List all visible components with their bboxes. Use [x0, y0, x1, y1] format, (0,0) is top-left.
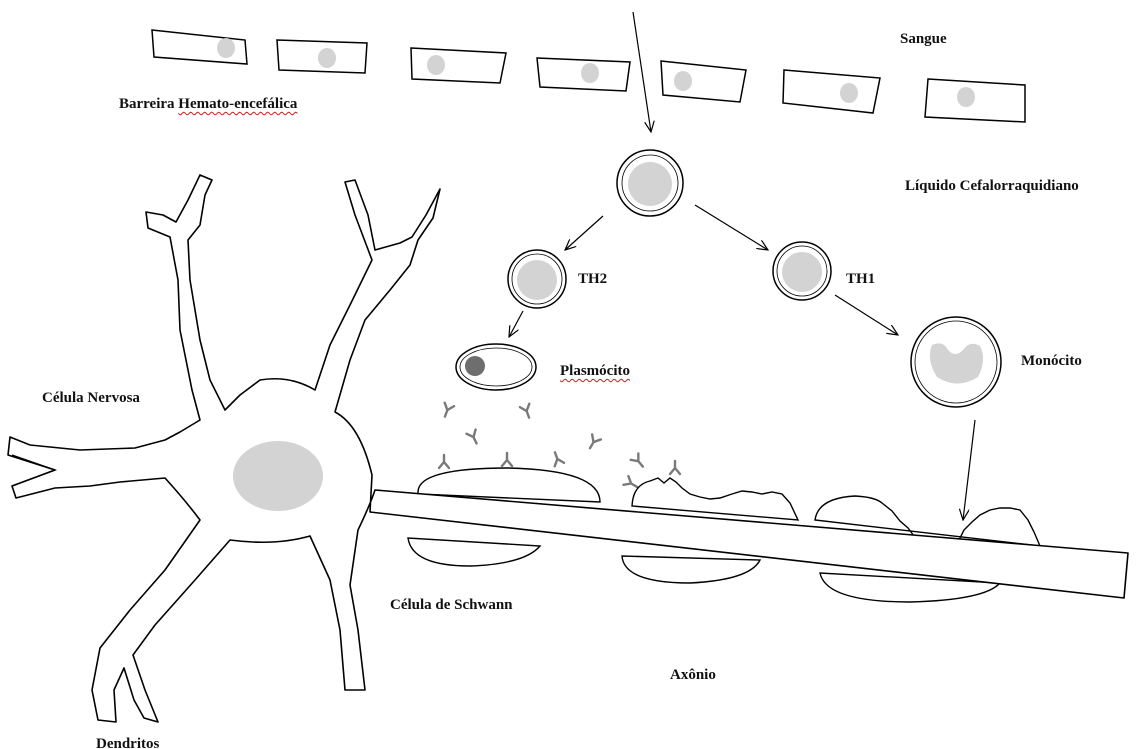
- antibody: [439, 455, 449, 468]
- endothelial-cell: [661, 61, 746, 102]
- neuron: [8, 175, 1128, 722]
- label-th2: TH2: [578, 272, 607, 287]
- antibody: [440, 403, 454, 419]
- endothelial-cell: [783, 70, 880, 113]
- plasma-cell: [456, 344, 536, 390]
- label-barreira-word1: Barreira: [119, 96, 175, 112]
- lymphocyte-th1: [773, 242, 831, 300]
- lymphocyte-th2: [508, 250, 566, 308]
- schwann-cell-bottom: [622, 556, 760, 583]
- label-monocito: Monócito: [1021, 354, 1082, 369]
- antibody: [586, 434, 601, 450]
- endothelial-cell: [152, 30, 247, 64]
- label-barreira-word2: Hemato-encefálica: [178, 96, 297, 112]
- label-plasmocito: Plasmócito: [560, 364, 630, 379]
- endothelial-cell: [537, 58, 630, 91]
- endothelial-cell: [277, 40, 367, 73]
- arrow-to-monocito: [835, 295, 898, 335]
- antibody: [631, 453, 647, 469]
- label-sangue: Sangue: [900, 32, 947, 47]
- neuron-outline: [8, 175, 1128, 722]
- antibody: [520, 404, 534, 420]
- label-th1: TH1: [846, 272, 875, 287]
- endothelial-cell: [925, 79, 1025, 122]
- lymphocyte-naive: [617, 150, 683, 216]
- antibody: [670, 461, 680, 474]
- arrow-to-th2: [565, 216, 603, 250]
- arrow-monocito-to-myelin: [963, 420, 975, 520]
- schwann-cell-bottom: [408, 538, 540, 566]
- arrow-to-plasmocito: [509, 311, 523, 337]
- label-barreira-hemato-encefalica: Barreira Hemato-encefálica: [119, 97, 297, 112]
- arrow-entry-through-barrier: [633, 12, 651, 132]
- antibody: [550, 451, 564, 467]
- neuron-nucleus: [233, 441, 323, 511]
- label-liquido-cefalorraquidiano: Líquido Cefalorraquidiano: [905, 179, 1079, 194]
- label-axonio: Axônio: [670, 668, 716, 683]
- label-celula-de-schwann: Célula de Schwann: [390, 598, 513, 613]
- arrow-to-th1: [695, 205, 768, 250]
- antibody: [467, 430, 482, 446]
- label-dendritos: Dendritos: [96, 737, 159, 749]
- monocyte: [911, 317, 1001, 407]
- antibody: [502, 453, 512, 466]
- label-celula-nervosa: Célula Nervosa: [42, 391, 140, 406]
- endothelial-cell: [411, 48, 506, 83]
